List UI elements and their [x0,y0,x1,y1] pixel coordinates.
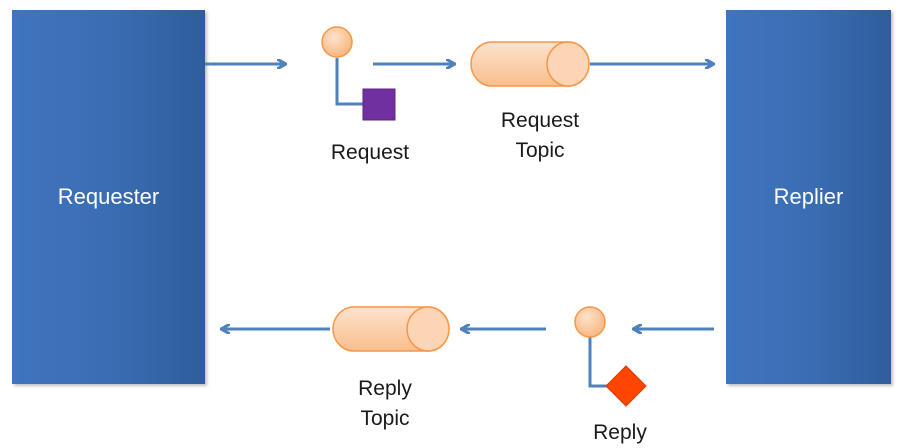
request-message-icon [321,26,396,121]
request-topic-label-line1: Request [500,109,580,132]
reply-label-text: Reply [593,421,647,444]
reply-topic-cylinder-icon [332,306,450,352]
reply-topic-label-line2: Topic [360,407,410,430]
request-label: Request [300,138,440,168]
reply-topic-label: Reply Topic [325,374,445,434]
replier-label: Replier [773,184,844,209]
requester-block: Requester [12,10,205,384]
replier-block: Replier [726,10,891,384]
request-topic-label: Request Topic [470,106,610,166]
reply-message-icon [574,306,647,407]
request-topic-label-line2: Topic [515,139,565,162]
reply-diamond-icon [605,365,647,407]
request-topic-cylinder-icon [470,41,590,87]
reply-label: Reply [575,418,665,448]
reply-topic-label-line1: Reply [358,377,412,400]
request-label-text: Request [330,141,410,164]
request-square-icon [362,88,396,121]
requester-label: Requester [57,184,160,209]
